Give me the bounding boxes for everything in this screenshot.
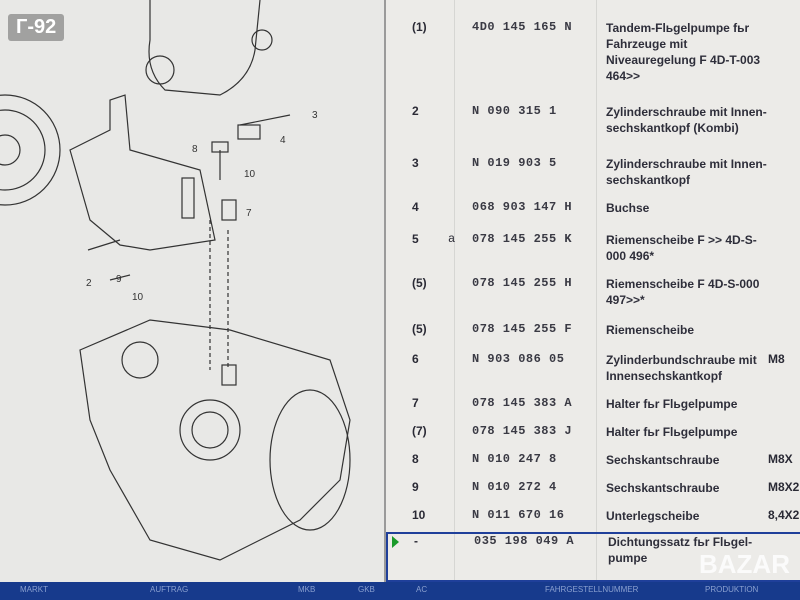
part-description: Riemenscheibe F >> 4D-S-000 496* <box>606 233 757 263</box>
callout-9: 9 <box>116 274 122 285</box>
part-description: Riemenscheibe <box>606 323 695 337</box>
position-number: 6 <box>412 352 419 366</box>
part-number: 078 145 255 H <box>472 276 573 290</box>
part-description: Sechskantschraube <box>606 481 720 495</box>
exploded-parts-diagram: 3 4 8 10 7 2 9 10 <box>0 0 390 582</box>
part-description: Zylinderschraube mit Innen-sechskantkopf… <box>606 105 767 135</box>
part-description: Zylinderschraube mit Innen-sechskantkopf <box>606 157 767 187</box>
bolts-drawing <box>87 114 291 370</box>
part-description: Dichtungssatz fьr Flьgel-pumpe <box>608 535 753 565</box>
callout-7: 7 <box>246 208 252 219</box>
table-row[interactable]: - 035 198 049 A Dichtungssatz fьr Flьgel-p… <box>386 532 800 582</box>
part-number: N 019 903 5 <box>472 156 557 170</box>
position-number: (1) <box>412 20 427 34</box>
part-spec: M8X2 <box>768 480 800 494</box>
watermark-logo: BAZAR <box>699 549 790 579</box>
position-number: 9 <box>412 480 419 494</box>
part-spec: M8 <box>768 352 785 366</box>
part-description: Tandem-Flьgelpumpe fьr Fahrzeuge mit Niv… <box>606 21 761 83</box>
status-field-auftrag[interactable]: AUFTRAG <box>150 585 189 594</box>
position-number: - <box>414 534 418 548</box>
part-number: 035 198 049 A <box>474 534 575 548</box>
part-number: N 010 247 8 <box>472 452 557 466</box>
sub-index: a <box>448 232 456 246</box>
position-number: 4 <box>412 200 419 214</box>
listing-code-label: Г-92 <box>8 14 65 41</box>
status-field-produktion[interactable]: PRODUKTION <box>705 585 759 594</box>
part-number: 068 903 147 H <box>472 200 573 214</box>
part-description: Buchse <box>606 201 650 215</box>
callout-10: 10 <box>244 169 256 180</box>
status-field-gkb[interactable]: GKB <box>358 585 375 594</box>
part-description: Sechskantschraube <box>606 453 720 467</box>
part-number: N 903 086 05 <box>472 352 565 366</box>
part-number: N 090 315 1 <box>472 104 557 118</box>
part-spec: M8X <box>768 452 793 466</box>
callout-10b: 10 <box>132 292 144 303</box>
part-description: Unterlegscheibe <box>606 509 700 523</box>
part-description: Zylinderbundschraube mit Innensechskantk… <box>606 353 757 383</box>
part-number: N 010 272 4 <box>472 480 557 494</box>
part-spec: 8,4X2 <box>768 508 800 522</box>
part-description: Riemenscheibe F 4D-S-000 497>>* <box>606 277 760 307</box>
part-number: 4D0 145 165 N <box>472 20 573 34</box>
position-number: 7 <box>412 396 419 410</box>
part-number: 078 145 255 K <box>472 232 573 246</box>
position-number: 5 <box>412 232 419 246</box>
pulley-drawing <box>0 94 61 206</box>
pump-drawing <box>145 0 273 96</box>
bracket-drawing <box>69 94 237 251</box>
part-number: N 011 670 16 <box>472 508 565 522</box>
position-number: 2 <box>412 104 419 118</box>
position-number: (5) <box>412 322 427 336</box>
status-field-ac[interactable]: AC <box>416 585 428 594</box>
part-number: 078 145 383 A <box>472 396 573 410</box>
callout-3: 3 <box>312 110 318 121</box>
engine-block-drawing <box>79 319 351 561</box>
status-field-mkb[interactable]: MKB <box>298 585 316 594</box>
part-number: 078 145 255 F <box>472 322 573 336</box>
callout-8: 8 <box>192 144 198 155</box>
status-field-fahrgestellnummer[interactable]: FAHRGESTELLNUMMER <box>545 585 639 594</box>
position-number: 8 <box>412 452 419 466</box>
status-bar: MARKT AUFTRAG MKB GKB AC FAHRGESTELLNUMMER PRO… <box>0 582 800 600</box>
position-number: (7) <box>412 424 427 438</box>
part-description: Halter fьr Flьgelpumpe <box>606 397 738 411</box>
callout-4: 4 <box>280 135 286 146</box>
selection-marker-icon <box>392 536 399 548</box>
position-number: (5) <box>412 276 427 290</box>
parts-table: (1) 4D0 145 165 N Tandem-Flьgelpumpe fьr F… <box>384 0 800 582</box>
part-description: Halter fьr Flьgelpumpe <box>606 425 738 439</box>
position-number: 3 <box>412 156 419 170</box>
status-field-markt[interactable]: MARKT <box>20 585 48 594</box>
callout-2: 2 <box>86 278 92 289</box>
part-number: 078 145 383 J <box>472 424 573 438</box>
position-number: 10 <box>412 508 426 522</box>
